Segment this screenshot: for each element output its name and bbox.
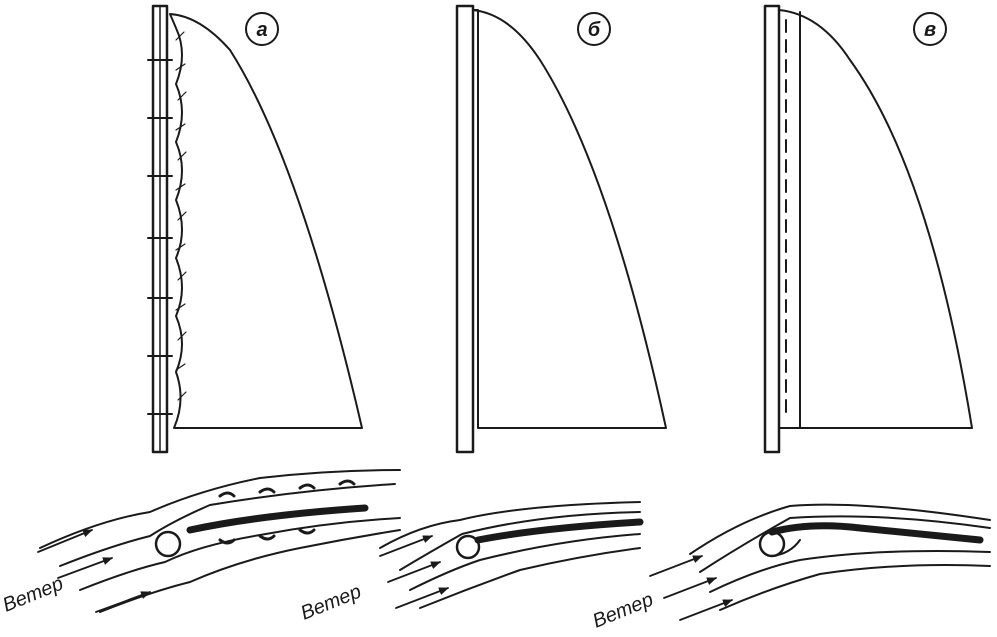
mast-section-b: [455, 534, 481, 560]
wind-label-v: Ветер: [590, 589, 657, 633]
sail-section-a: [186, 504, 369, 534]
mast-v: [763, 4, 781, 454]
mast-section-v: [758, 530, 786, 558]
sail-section-v: [768, 522, 984, 544]
wind-label-b: Ветер: [298, 581, 365, 625]
panel-label-v: в: [913, 12, 947, 46]
panel-v: в Ветер: [590, 4, 991, 633]
panel-label-b: б: [577, 12, 611, 46]
mast-b: [455, 4, 475, 454]
panel-label-a: а: [245, 12, 279, 46]
sail-b: [472, 9, 667, 429]
mast-a: [147, 4, 173, 454]
sail-a: [169, 13, 363, 429]
flow-diagram-b: Ветер: [298, 501, 644, 625]
flow-diagram-v: Ветер: [590, 503, 991, 633]
panel-b: б Ветер: [298, 4, 667, 625]
sail-section-b: [474, 518, 644, 544]
panel-a: а Ветер: [0, 4, 401, 617]
svg-text:в: в: [924, 19, 936, 41]
svg-text:б: б: [588, 19, 601, 41]
svg-text:а: а: [256, 19, 267, 41]
sail-v: [778, 9, 973, 429]
wind-label-a: Ветер: [0, 573, 66, 617]
mast-section-a: [154, 530, 182, 558]
